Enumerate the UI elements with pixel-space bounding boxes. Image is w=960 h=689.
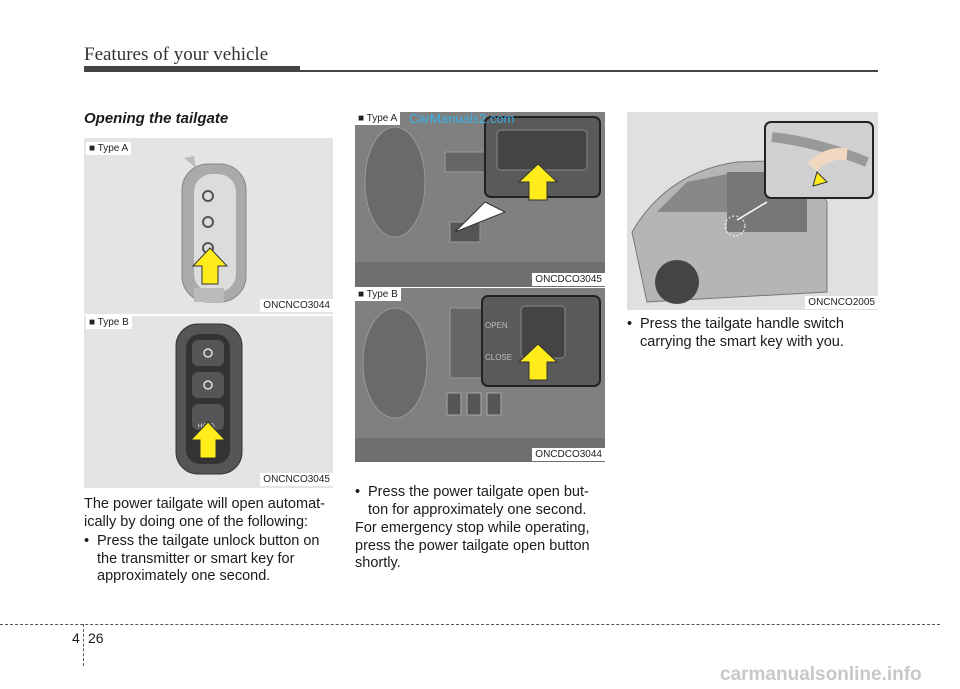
list-item-text: Press the tailgate handle switch carryin…: [640, 316, 844, 350]
header-title: Features of your vehicle: [84, 44, 269, 65]
figure-switch-type-a: ■ Type A ONCDCO3045: [355, 112, 605, 287]
emergency-paragraph: For emergency stop while operating, pres…: [355, 520, 590, 571]
switch-a-illustration: [355, 112, 605, 287]
intro-paragraph: The power tailgate will open automat-ica…: [84, 496, 325, 530]
arrow-icon: [812, 171, 828, 187]
list-item-text: Press the tailgate unlock button on the …: [97, 533, 320, 584]
figure-label: ■ Type A: [86, 142, 132, 155]
key-fob-b-illustration: HOLD: [84, 316, 333, 488]
section-heading: Opening the tailgate: [84, 110, 229, 127]
figure-label: ■ Type B: [355, 288, 401, 301]
figure-key-type-a: ■ Type A ONCNCO3044: [84, 138, 333, 314]
footer-rule: [0, 624, 940, 625]
arrow-icon: [191, 247, 229, 285]
list-item: • Press the tailgate unlock button on th…: [84, 533, 336, 593]
figure-code: ONCDCO3044: [532, 448, 605, 461]
figure-key-type-b: HOLD ■ Type B ONCNCO3045: [84, 316, 333, 488]
bullet-icon: •: [627, 316, 633, 332]
header-rule: [300, 70, 878, 72]
watermark-top: CarManuals2.com: [409, 111, 515, 126]
figure-code: ONCNCO2005: [805, 296, 878, 309]
list-item: • Press the tailgate handle switch carry…: [627, 316, 879, 356]
list-item: • Press the power tailgate open but-ton …: [355, 484, 607, 524]
page-number: 26: [88, 630, 104, 646]
car-rear-illustration: [627, 112, 878, 310]
arrow-icon: [517, 343, 559, 381]
open-label: OPEN: [485, 321, 508, 330]
arrow-icon: [517, 163, 559, 201]
figure-code: ONCDCO3045: [532, 273, 605, 286]
figure-label: ■ Type A: [355, 112, 401, 125]
figure-code: ONCNCO3044: [260, 299, 333, 312]
bullet-icon: •: [84, 533, 90, 549]
arrow-icon: [189, 421, 227, 459]
bullet-icon: •: [355, 484, 361, 500]
header-bar: [84, 66, 300, 72]
figure-label: ■ Type B: [86, 316, 132, 329]
list-item-text: Press the power tailgate open but-ton fo…: [368, 484, 589, 518]
switch-b-illustration: OPEN CLOSE: [355, 288, 605, 462]
figure-code: ONCNCO3045: [260, 473, 333, 486]
close-label: CLOSE: [485, 353, 512, 362]
watermark-bottom: carmanualsonline.info: [720, 664, 922, 685]
key-fob-a-illustration: [84, 138, 333, 314]
figure-car-rear: ONCNCO2005: [627, 112, 878, 310]
figure-switch-type-b: OPEN CLOSE ■ Type B ONCDCO3044: [355, 288, 605, 462]
chapter-number: 4: [72, 630, 80, 646]
footer-divider: [83, 624, 84, 666]
